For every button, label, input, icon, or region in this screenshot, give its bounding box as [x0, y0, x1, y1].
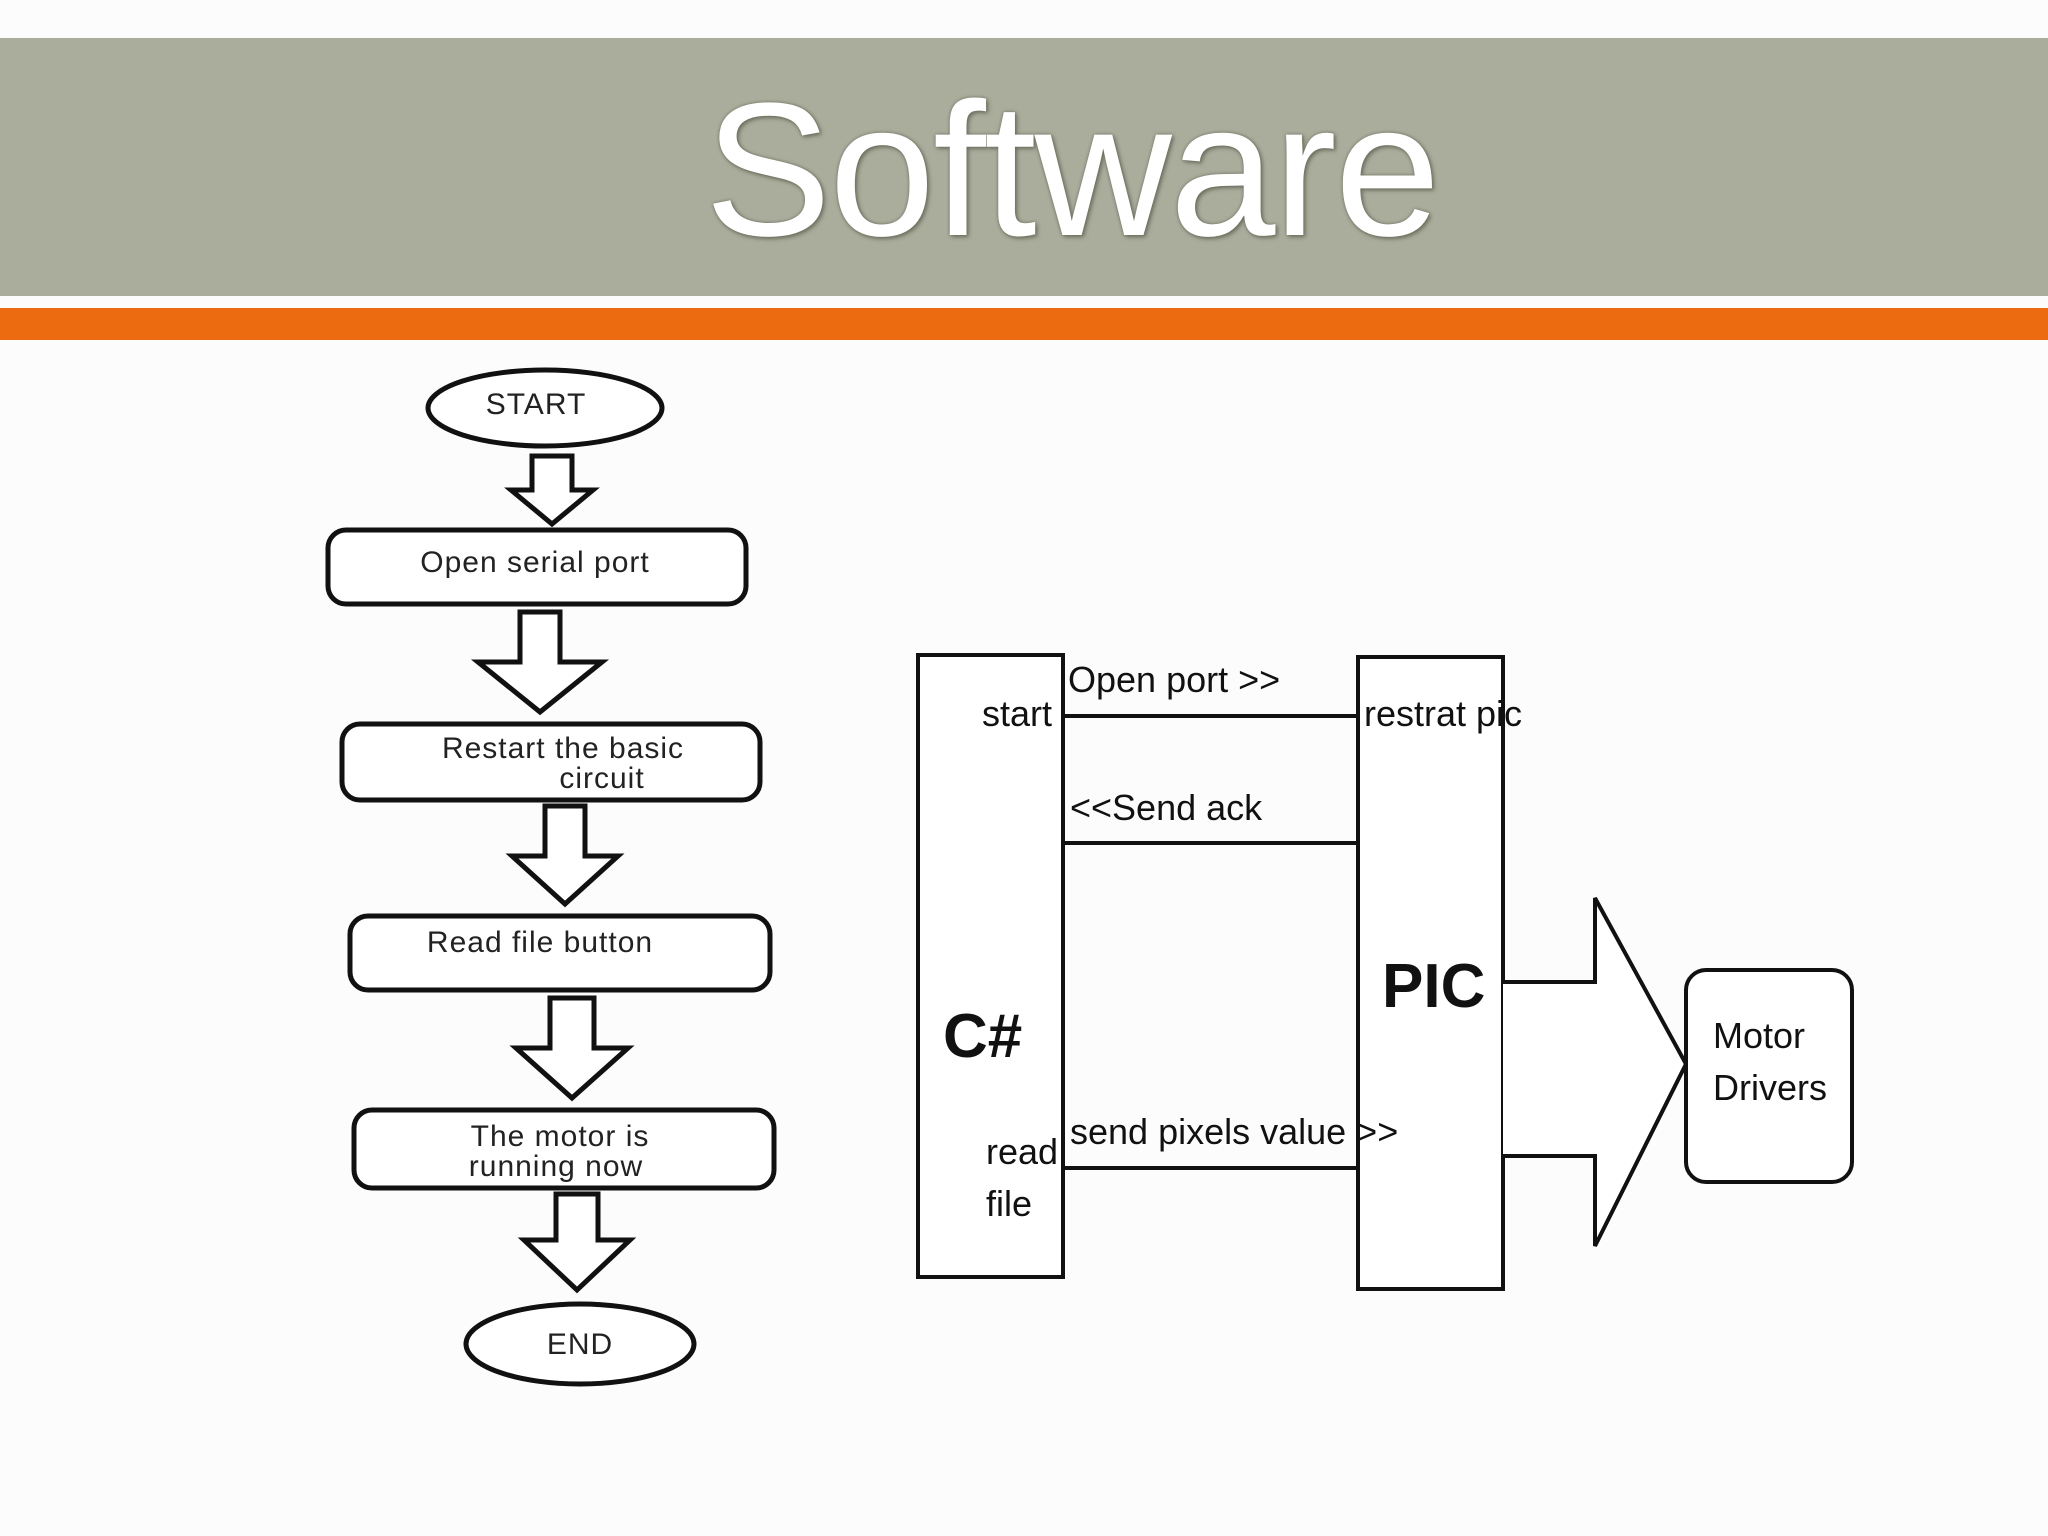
- pic-to-motor-arrow: [1503, 897, 1689, 1247]
- signal-send-pixels: send pixels value >>: [1063, 1111, 1398, 1170]
- csharp-port-start: start: [982, 693, 1052, 734]
- step-2-label-line2: circuit: [559, 762, 644, 795]
- pic-block: PIC restrat pic: [1356, 655, 1522, 1291]
- motor-drivers-label-line1: Motor: [1713, 1015, 1805, 1056]
- csharp-label: C#: [943, 1002, 1022, 1071]
- signal-send-pixels-label: send pixels value >>: [1070, 1111, 1398, 1152]
- csharp-block: C# start read file: [916, 653, 1065, 1279]
- flow-arrow-5: [517, 1191, 637, 1294]
- flowchart: START Open serial port Restart the basic…: [325, 367, 777, 1387]
- pic-label: PIC: [1382, 952, 1485, 1021]
- signal-open-port: Open port >>: [1063, 659, 1358, 718]
- flow-arrow-1: [504, 453, 600, 528]
- flow-arrow-4: [509, 995, 635, 1102]
- flow-arrow-3: [505, 803, 625, 908]
- step-2-label-line1: Restart the basic: [442, 732, 684, 765]
- start-label: START: [486, 388, 587, 421]
- title-band: [0, 38, 2048, 296]
- motor-drivers-label-line2: Drivers: [1713, 1067, 1827, 1108]
- block-diagram: C# start read file PIC restrat pic Open …: [916, 653, 1854, 1291]
- step-1-label: Open serial port: [420, 546, 649, 579]
- signal-open-port-label: Open port >>: [1068, 659, 1280, 700]
- slide-title: Software: [704, 64, 1441, 276]
- end-terminal: END: [463, 1301, 697, 1387]
- pic-port-restart: restrat pic: [1364, 693, 1522, 734]
- step-3-label: Read file button: [427, 926, 653, 959]
- flow-step-read-file-button: Read file button: [347, 913, 773, 993]
- flow-step-motor-running: The motor is running now: [351, 1107, 777, 1191]
- step-4-label-line2: running now: [469, 1150, 643, 1183]
- start-terminal: START: [425, 367, 665, 449]
- signal-send-ack: <<Send ack: [1063, 787, 1358, 845]
- flow-step-restart-circuit: Restart the basic circuit: [339, 721, 763, 803]
- motor-drivers-block: Motor Drivers: [1684, 968, 1854, 1184]
- csharp-port-read-line1: read: [986, 1131, 1058, 1172]
- flow-arrow-2: [470, 609, 610, 716]
- csharp-port-read-line2: file: [986, 1183, 1032, 1224]
- step-4-label-line1: The motor is: [471, 1120, 650, 1153]
- accent-band: [0, 308, 2048, 340]
- flow-step-open-serial-port: Open serial port: [325, 527, 749, 607]
- end-label: END: [547, 1328, 613, 1361]
- signal-send-ack-label: <<Send ack: [1070, 787, 1263, 828]
